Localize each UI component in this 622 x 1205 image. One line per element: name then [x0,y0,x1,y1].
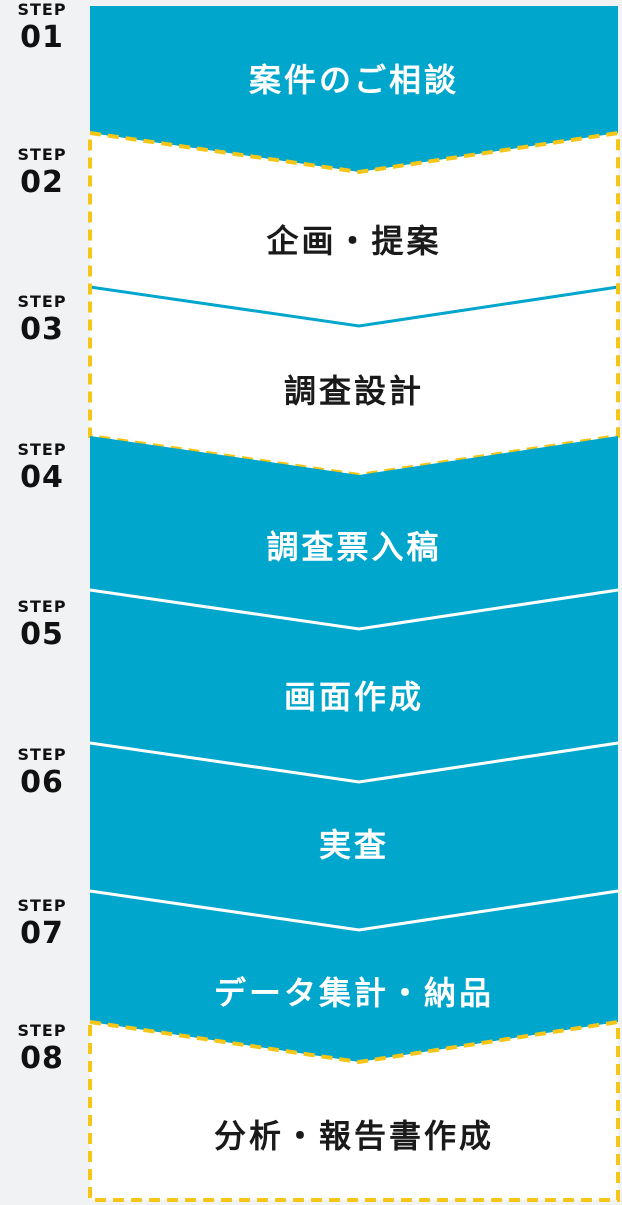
step-label-01: STEP 01 [0,0,84,56]
step-number: 01 [20,20,64,55]
step-number: 05 [20,617,64,652]
divider-02-03 [89,285,619,328]
step-04-07-band [90,436,618,1062]
step-label-06: STEP 06 [0,745,84,801]
step-label-02: STEP 02 [0,145,84,201]
step-08-band [90,1022,618,1200]
step-label-05: STEP 05 [0,597,84,653]
step-label-04: STEP 04 [0,440,84,496]
step-title-01: 案件のご相談 [248,61,459,99]
step-title-04: 調査票入稿 [266,528,442,566]
step-word: STEP [17,145,67,164]
divider-05-06 [89,741,619,784]
step-title-02: 企画・提案 [266,222,442,260]
step-number: 07 [20,916,64,951]
step-word: STEP [17,292,67,311]
step-02-03-band [90,133,618,475]
step-label-07: STEP 07 [0,896,84,952]
divider-06-07 [89,889,619,932]
step-word: STEP [17,1021,67,1040]
step-number: 02 [20,165,64,200]
step-label-08: STEP 08 [0,1021,84,1077]
step-word: STEP [17,597,67,616]
step-title-08: 分析・報告書作成 [213,1117,494,1155]
divider-04-05 [89,588,619,631]
step-number: 08 [20,1041,64,1076]
step-number: 06 [20,765,64,800]
step-word: STEP [17,0,67,19]
step-word: STEP [17,440,67,459]
step-title-07: データ集計・納品 [213,974,494,1012]
step-word: STEP [17,745,67,764]
step-title-03: 調査設計 [283,372,424,410]
highlight-outline-08 [88,1019,620,1202]
step-title-06: 実査 [318,826,389,864]
step-01-band [90,6,618,172]
step-word: STEP [17,896,67,915]
step-number: 03 [20,312,64,347]
step-title-05: 画面作成 [283,678,424,716]
step-number: 04 [20,460,64,495]
step-label-03: STEP 03 [0,292,84,348]
